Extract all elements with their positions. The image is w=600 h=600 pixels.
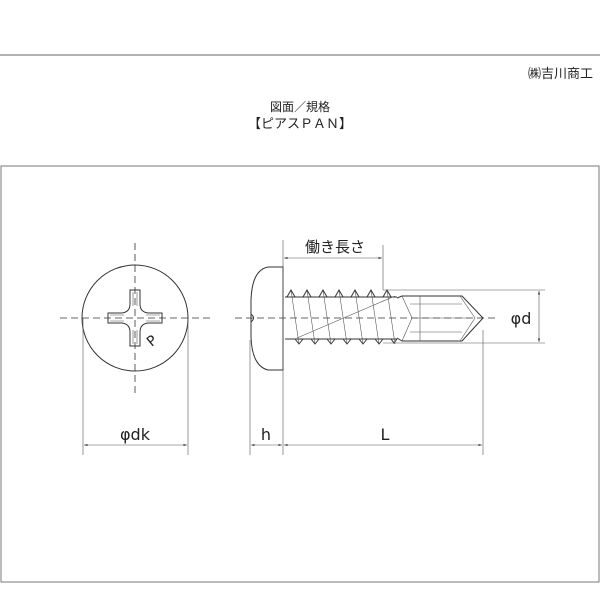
dim-diameter-label: φd	[511, 309, 532, 328]
drawing-frame	[0, 165, 600, 583]
product-name: 【ピアスＰＡＮ】	[248, 117, 352, 132]
thread	[285, 288, 398, 345]
phillips-recess-icon	[107, 289, 163, 347]
dim-head-diameter-label: φdk	[120, 425, 151, 444]
drill-point	[396, 295, 484, 342]
dim-head-height-label: h	[261, 425, 271, 444]
phillips-mark: P	[144, 332, 161, 350]
company-name: ㈱吉川商工	[528, 67, 593, 82]
dimensions: φdk h L 働き長さ φd	[82, 238, 545, 455]
drawing-title: 図面／規格	[270, 99, 330, 114]
dim-working-length-label: 働き長さ	[305, 238, 365, 256]
screw-side-view	[235, 266, 497, 371]
dim-length-label: L	[381, 425, 390, 444]
